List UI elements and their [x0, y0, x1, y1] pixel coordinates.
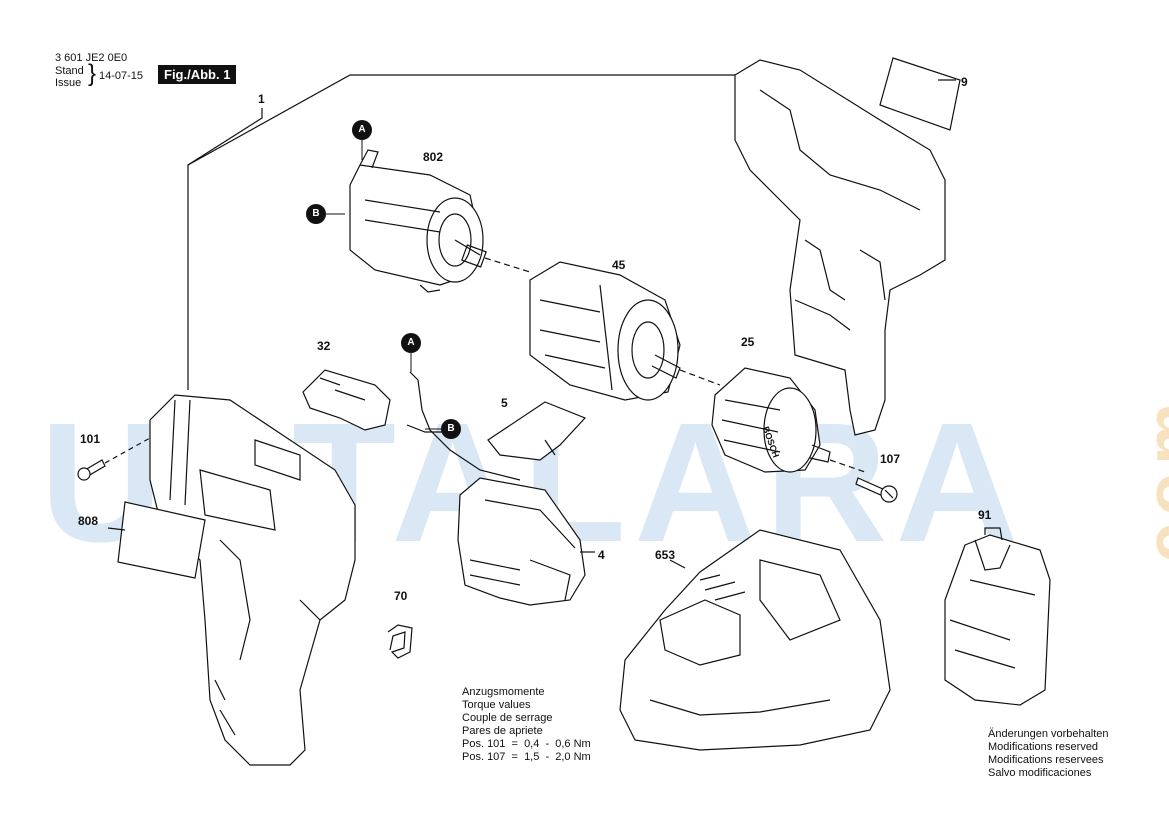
brace-icon: }	[88, 60, 97, 87]
changes-line-fr: Modifications reservees	[988, 754, 1104, 766]
connector-circles	[306, 120, 461, 439]
part-number-1: 1	[258, 92, 265, 106]
connector-a-motor	[352, 120, 372, 140]
connector-b-cable	[441, 419, 461, 439]
connector-b-cable-label: B	[447, 423, 455, 434]
torque-line-fr: Couple de serrage	[462, 712, 553, 724]
part-number-107: 107	[880, 452, 901, 466]
part-number-45: 45	[612, 258, 626, 272]
housing-right-drawing	[734, 59, 946, 436]
part-number-91: 91	[978, 508, 992, 522]
part-number-9: 9	[961, 75, 968, 89]
stand-label: Stand	[55, 65, 84, 77]
torque-pos-101: Pos. 101 = 0,4 - 0,6 Nm	[462, 738, 591, 750]
clip-70-drawing	[387, 624, 413, 659]
part-number-70: 70	[394, 589, 408, 603]
label-808-drawing	[117, 501, 206, 579]
chuck-drawing	[711, 367, 831, 473]
charger-653-drawing	[619, 529, 891, 751]
issue-label: Issue	[55, 77, 82, 89]
torque-line-en: Torque values	[462, 699, 531, 711]
changes-line-es: Salvo modificaciones	[988, 767, 1092, 779]
label-9-drawing	[879, 57, 961, 131]
screw-107-drawing	[855, 477, 898, 503]
figure-label: Fig./Abb. 1	[158, 65, 237, 84]
issue-date: 14-07-15	[99, 70, 144, 82]
leader-part-1-top	[187, 74, 735, 166]
part-number-802: 802	[423, 150, 444, 164]
connector-b-motor	[306, 204, 326, 224]
part-number-808: 808	[78, 514, 99, 528]
leader-part-1	[187, 108, 263, 390]
connector-a-label: A	[358, 124, 366, 135]
torque-values: Anzugsmomente Torque values Couple de se…	[462, 686, 591, 764]
changes-line-en: Modifications reserved	[988, 741, 1099, 753]
motor-drawing	[349, 149, 487, 293]
connector-b-label: B	[312, 208, 320, 219]
part-number-4: 4	[598, 548, 605, 562]
torque-line-de: Anzugsmomente	[462, 686, 545, 698]
part-number-25: 25	[741, 335, 755, 349]
gearbox-drawing	[529, 261, 681, 401]
cover-32-drawing	[302, 369, 391, 431]
changes-line-de: Änderungen vorbehalten	[988, 728, 1109, 740]
torque-pos-107: Pos. 107 = 1,5 - 2,0 Nm	[462, 751, 591, 763]
part-number-32: 32	[317, 339, 331, 353]
part-number-101: 101	[80, 432, 101, 446]
changes-reserved: Änderungen vorbehalten Modifications res…	[988, 728, 1108, 780]
part-number-5: 5	[501, 396, 508, 410]
torque-line-es: Pares de apriete	[462, 725, 543, 737]
battery-91-drawing	[944, 527, 1051, 706]
connector-a-cable-label: A	[407, 337, 415, 348]
screw-101-drawing	[77, 437, 151, 481]
cable-drawing	[409, 371, 521, 481]
cover-5-drawing	[487, 401, 587, 461]
doc-number: 3 601 JE2 0E0	[55, 52, 128, 64]
connector-a-cable	[401, 333, 421, 353]
part-number-653: 653	[655, 548, 676, 562]
switch-4-drawing	[457, 477, 595, 606]
housing-left-drawing	[149, 394, 356, 766]
